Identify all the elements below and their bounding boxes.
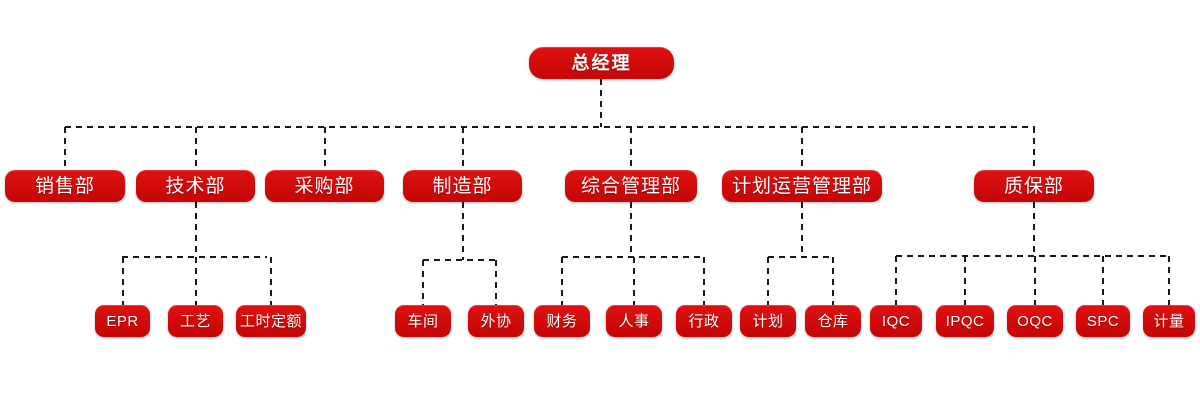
org-node-craft[interactable]: 工艺 <box>168 305 223 337</box>
org-node-label: EPR <box>106 312 139 330</box>
org-node-technology[interactable]: 技术部 <box>136 170 255 202</box>
org-node-sales[interactable]: 销售部 <box>5 170 125 202</box>
org-node-finance[interactable]: 财务 <box>534 305 590 337</box>
org-node-epr[interactable]: EPR <box>95 305 150 337</box>
org-node-outsource[interactable]: 外协 <box>468 305 524 337</box>
org-node-label: 仓库 <box>817 312 849 330</box>
org-node-metrology[interactable]: 计量 <box>1143 305 1195 337</box>
org-node-plan[interactable]: 计划 <box>740 305 796 337</box>
org-node-warehouse[interactable]: 仓库 <box>805 305 861 337</box>
org-node-ipqc[interactable]: IPQC <box>936 305 994 337</box>
org-node-label: 人事 <box>618 312 650 330</box>
org-node-admin[interactable]: 行政 <box>676 305 732 337</box>
org-node-label: 财务 <box>546 312 578 330</box>
org-node-workshop[interactable]: 车间 <box>395 305 451 337</box>
org-node-root[interactable]: 总经理 <box>529 47 674 79</box>
org-node-oqc[interactable]: OQC <box>1007 305 1063 337</box>
org-node-label: 质保部 <box>1003 175 1064 197</box>
org-node-manufacture[interactable]: 制造部 <box>403 170 522 202</box>
org-node-label: 销售部 <box>34 175 95 197</box>
org-node-label: 外协 <box>480 312 512 330</box>
org-node-planning-ops[interactable]: 计划运营管理部 <box>722 170 882 202</box>
org-node-general-mgmt[interactable]: 综合管理部 <box>565 170 697 202</box>
org-node-label: 总经理 <box>571 53 632 73</box>
org-node-quality[interactable]: 质保部 <box>974 170 1094 202</box>
org-node-label: 行政 <box>688 312 720 330</box>
org-node-label: SPC <box>1086 312 1120 330</box>
org-node-procurement[interactable]: 采购部 <box>265 170 384 202</box>
org-node-label: 采购部 <box>294 175 355 197</box>
org-node-label: 综合管理部 <box>580 175 681 197</box>
org-node-iqc[interactable]: IQC <box>870 305 922 337</box>
org-node-label: 计划运营管理部 <box>731 175 872 197</box>
org-node-label: 车间 <box>407 312 439 330</box>
org-node-label: IPQC <box>945 312 985 330</box>
org-node-label: OQC <box>1017 312 1053 330</box>
org-node-label: IQC <box>881 312 911 330</box>
org-node-label: 计量 <box>1153 312 1185 330</box>
org-node-label: 计划 <box>752 312 784 330</box>
org-node-hr[interactable]: 人事 <box>606 305 662 337</box>
org-node-labor-quota[interactable]: 工时定额 <box>236 305 306 337</box>
org-node-label: 技术部 <box>165 175 226 197</box>
org-node-label: 工艺 <box>179 312 211 330</box>
org-node-label: 工时定额 <box>239 312 302 330</box>
org-node-label: 制造部 <box>432 175 493 197</box>
org-node-spc[interactable]: SPC <box>1076 305 1130 337</box>
